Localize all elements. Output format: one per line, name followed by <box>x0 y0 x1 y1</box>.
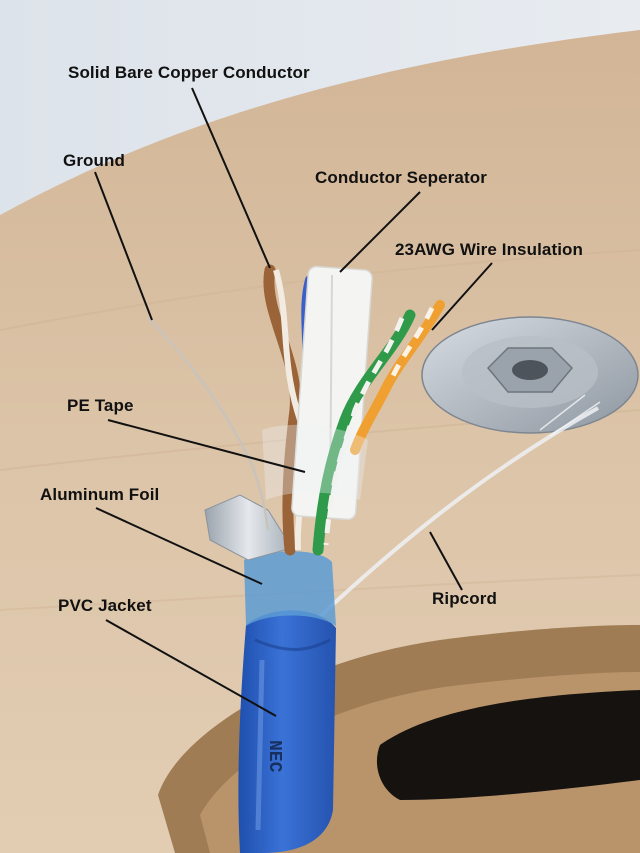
green-white-stripe <box>323 317 405 546</box>
spool-slot-hole <box>376 690 640 800</box>
ground-wire <box>147 317 270 531</box>
leader-line-insulation <box>431 262 493 331</box>
label-solid-bare-copper-conductor: Solid Bare Copper Conductor <box>68 63 310 82</box>
orange-pair <box>350 300 445 455</box>
label-pe-tape: PE Tape <box>67 396 134 415</box>
label-pvc-jacket: PVC Jacket <box>58 596 152 615</box>
pe-tape <box>262 424 368 500</box>
aluminum-foil-wrap <box>244 551 336 626</box>
label-23awg-wire-insulation: 23AWG Wire Insulation <box>395 240 584 259</box>
jacket-print: NEC <box>264 740 284 773</box>
label-ripcord: Ripcord <box>432 589 497 608</box>
orange-white-stripe <box>389 306 435 380</box>
label-conductor-separator: Conductor Seperator <box>315 168 487 187</box>
leader-line-ripcord <box>429 531 463 591</box>
leader-line-pe-tape <box>107 419 306 473</box>
nut-hole <box>512 360 548 380</box>
jacket-wrinkle <box>254 638 331 651</box>
label-aluminum-foil: Aluminum Foil <box>40 485 160 504</box>
jacket-highlight <box>255 659 265 831</box>
leader-line-separator <box>339 191 421 273</box>
leader-line-conductor <box>191 87 271 269</box>
leader-line-foil <box>95 507 263 585</box>
label-ground: Ground <box>63 151 125 170</box>
ripcord-strand-fringe <box>539 394 601 437</box>
leader-line-jacket <box>105 619 277 717</box>
pvc-jacket <box>238 610 336 853</box>
leader-line-ground <box>94 171 153 321</box>
